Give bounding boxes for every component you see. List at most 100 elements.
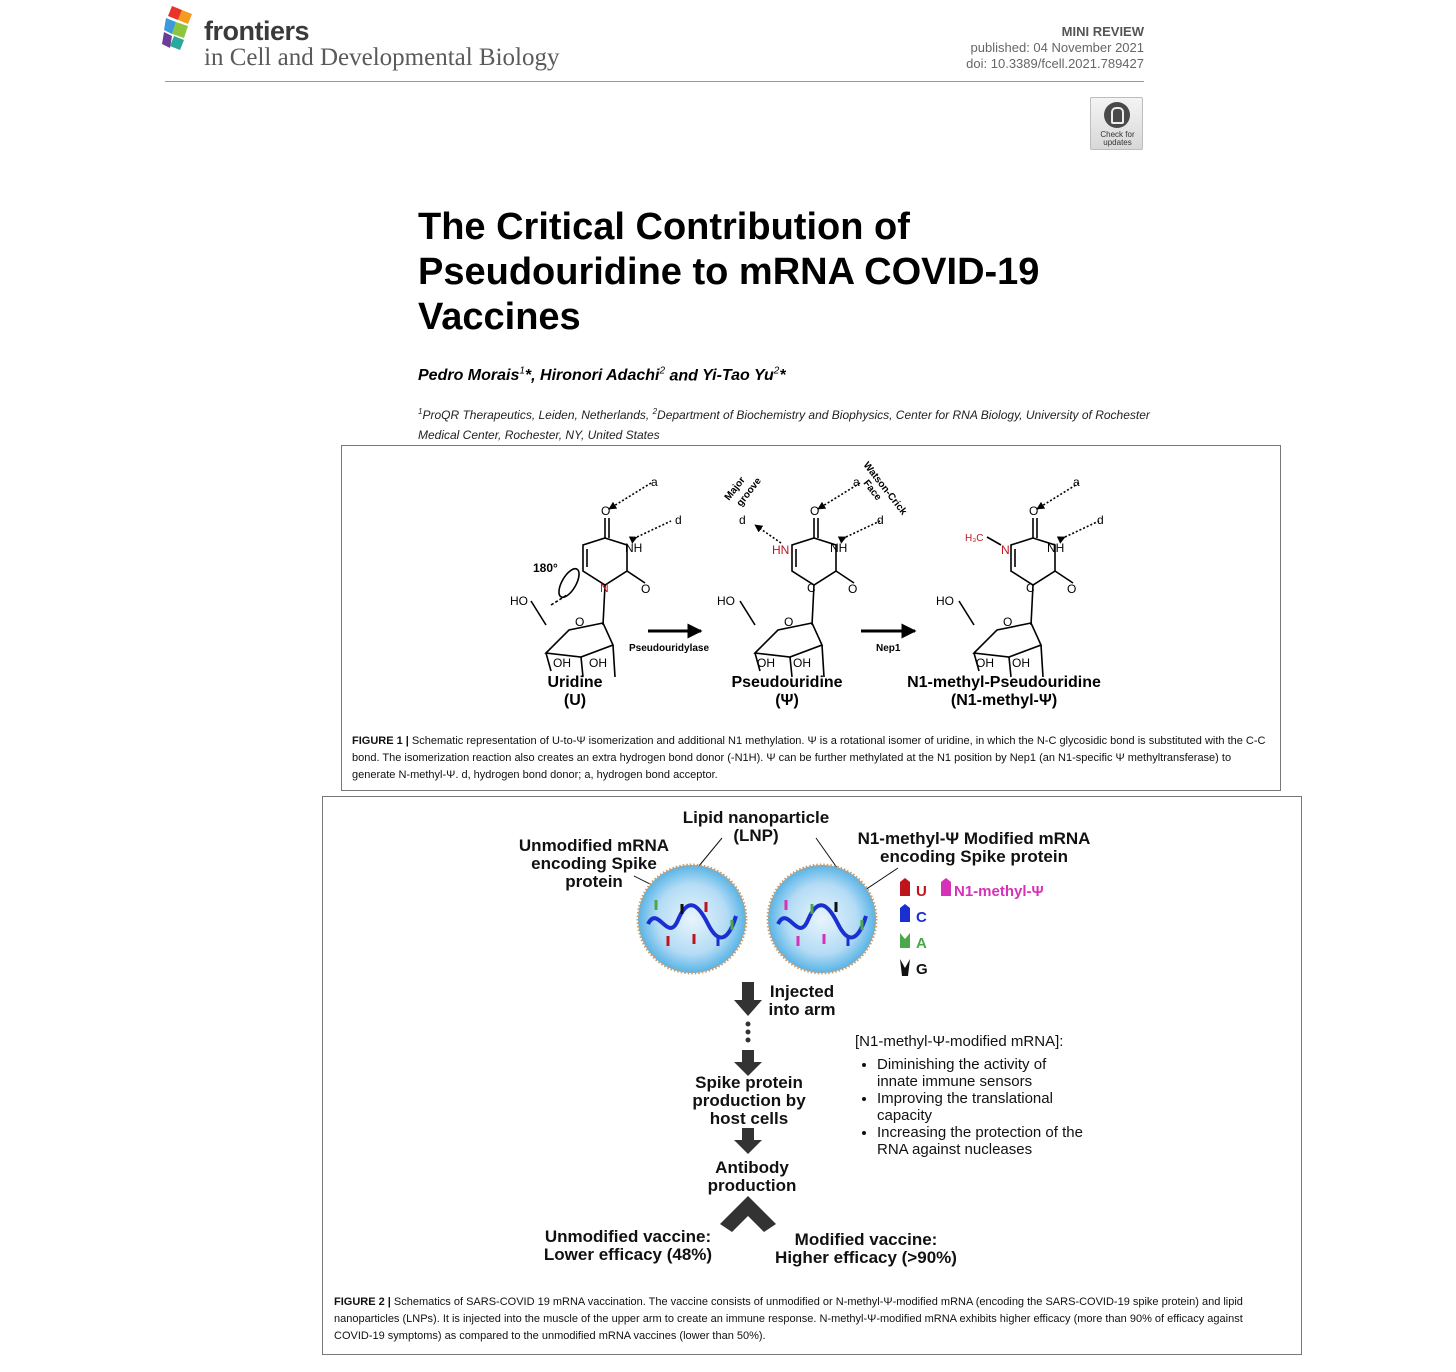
atom-label: O <box>1029 504 1038 518</box>
modified-vaccine-label-2: Higher efficacy (>90%) <box>775 1248 957 1267</box>
molecule-abbr: (Ψ) <box>775 692 799 709</box>
author-list: Pedro Morais1*, Hironori Adachi2 and Yi-… <box>418 366 786 385</box>
figure-2-caption-text: Schematics of SARS-COVID 19 mRNA vaccina… <box>334 1296 1243 1342</box>
legend-swatch-a <box>900 933 910 948</box>
legend-swatch-u <box>900 878 910 896</box>
n1-methyl-pseudouridine-structure <box>958 482 1100 678</box>
author-name[interactable]: Hironori Adachi2 <box>540 366 666 385</box>
atom-label: N <box>600 581 609 595</box>
atom-label: O <box>810 504 819 518</box>
injected-label-2: into arm <box>768 1000 835 1019</box>
molecule-abbr: (U) <box>564 692 586 709</box>
atom-label: NH <box>625 541 642 555</box>
figure-1 <box>341 445 1281 791</box>
atom-label: C <box>1026 581 1035 595</box>
legend-label-u: U <box>916 883 927 900</box>
atom-label: O <box>575 615 584 629</box>
molecule-name: Uridine <box>547 674 602 691</box>
unmodified-mrna-label: Unmodified mRNA <box>519 836 669 855</box>
unmodified-vaccine-label: Unmodified vaccine: <box>545 1227 711 1246</box>
affiliation: Department of Biochemistry and Biophysic… <box>418 408 1150 442</box>
affiliation: ProQR Therapeutics, Leiden, Netherlands, <box>422 408 653 422</box>
lnp-unmodified <box>636 863 748 975</box>
bookmark-icon <box>1104 102 1130 128</box>
check-updates-label: Check for <box>1100 130 1135 139</box>
figure-2-caption: FIGURE 2 | Schematics of SARS-COVID 19 m… <box>334 1294 1284 1345</box>
antibody-label-2: production <box>708 1176 797 1195</box>
modified-mrna-label-2: encoding Spike protein <box>880 847 1068 866</box>
atom-label: OH <box>553 656 571 670</box>
unmodified-mrna-label-3: protein <box>565 872 623 891</box>
published-date: published: 04 November 2021 <box>970 40 1144 55</box>
atom-label: HO <box>936 594 954 608</box>
figure-2 <box>322 796 1302 1355</box>
acceptor-label: a <box>651 475 658 489</box>
lnp-modified <box>766 863 878 975</box>
atom-label: HO <box>510 594 528 608</box>
atom-label: OH <box>1012 656 1030 670</box>
molecule-name: N1-methyl-Pseudouridine <box>907 674 1101 691</box>
legend-swatch-g <box>900 959 910 976</box>
donor-label: d <box>739 513 746 527</box>
enzyme-nep1: Nep1 <box>876 643 901 654</box>
acceptor-label: a <box>1073 475 1080 489</box>
atom-label: HO <box>717 594 735 608</box>
molecule-abbr: (N1-methyl-Ψ) <box>951 692 1057 709</box>
flow-arrows <box>720 982 776 1232</box>
modified-mrna-label: N1-methyl-Ψ Modified mRNA <box>858 829 1091 848</box>
check-for-updates-button[interactable]: Check for updates <box>1090 97 1143 150</box>
legend-swatch-c <box>900 904 910 922</box>
article-title: The Critical Contribution of Pseudouridi… <box>418 206 1040 338</box>
acceptor-label: a <box>853 475 860 489</box>
atom-label: O <box>641 582 650 596</box>
atom-label: OH <box>976 656 994 670</box>
atom-label: O <box>848 582 857 596</box>
author-name[interactable]: Yi-Tao Yu2* <box>702 366 786 385</box>
atom-label: OH <box>757 656 775 670</box>
donor-label: d <box>877 513 884 527</box>
legend-label-c: C <box>916 909 927 926</box>
benefits-list: [N1-methyl-Ψ-modified mRNA]: Diminishing… <box>855 1033 1083 1158</box>
spike-production-label-3: host cells <box>710 1109 788 1128</box>
header-divider <box>165 81 1144 82</box>
legend-swatch-n1-methyl <box>941 878 951 896</box>
pseudouridine-structure <box>739 482 881 678</box>
figure-2-label: FIGURE 2 | <box>334 1296 391 1308</box>
atom-label: HN <box>772 543 789 557</box>
enzyme-pseudouridylase: Pseudouridylase <box>629 643 709 654</box>
article-type: MINI REVIEW <box>1061 24 1144 39</box>
figure-1-caption-text: Schematic representation of U-to-Ψ isome… <box>352 735 1266 781</box>
modified-vaccine-label: Modified vaccine: <box>795 1230 938 1249</box>
journal-name[interactable]: in Cell and Developmental Biology <box>204 44 560 71</box>
frontiers-logo-icon <box>162 6 192 50</box>
legend-label-a: A <box>916 935 927 952</box>
unmodified-vaccine-label-2: Lower efficacy (48%) <box>544 1245 712 1264</box>
doi-link[interactable]: doi: 10.3389/fcell.2021.789427 <box>966 56 1144 71</box>
atom-label: O <box>601 504 610 518</box>
atom-label: N <box>1001 543 1010 557</box>
molecule-name: Pseudouridine <box>731 674 842 691</box>
antibody-label: Antibody <box>715 1158 789 1177</box>
unmodified-mrna-label-2: encoding Spike <box>531 854 657 873</box>
atom-label: O <box>784 615 793 629</box>
spike-production-label-2: production by <box>692 1091 806 1110</box>
atom-label: NH <box>1047 541 1064 555</box>
donor-label: d <box>675 513 682 527</box>
lnp-label: Lipid nanoparticle <box>683 808 829 827</box>
atom-label: O <box>1067 582 1076 596</box>
journal-brand[interactable]: frontiers <box>204 16 310 46</box>
figure-1-diagram: O NH O N O HO OH OH a d 180° O NH O HN C… <box>510 460 1104 709</box>
benefits-heading: [N1-methyl-Ψ-modified mRNA]: <box>855 1033 1064 1050</box>
methyl-label: H₃C <box>965 533 984 544</box>
rotation-label: 180° <box>533 561 558 575</box>
donor-label: d <box>1097 513 1104 527</box>
atom-label: OH <box>589 656 607 670</box>
atom-label: OH <box>793 656 811 670</box>
injected-label: Injected <box>770 982 834 1001</box>
check-updates-label-2: updates <box>1103 138 1132 147</box>
spike-production-label: Spike protein <box>695 1073 803 1092</box>
affiliations: 1ProQR Therapeutics, Leiden, Netherlands… <box>418 407 1150 442</box>
author-name[interactable]: Pedro Morais1* <box>418 366 532 385</box>
